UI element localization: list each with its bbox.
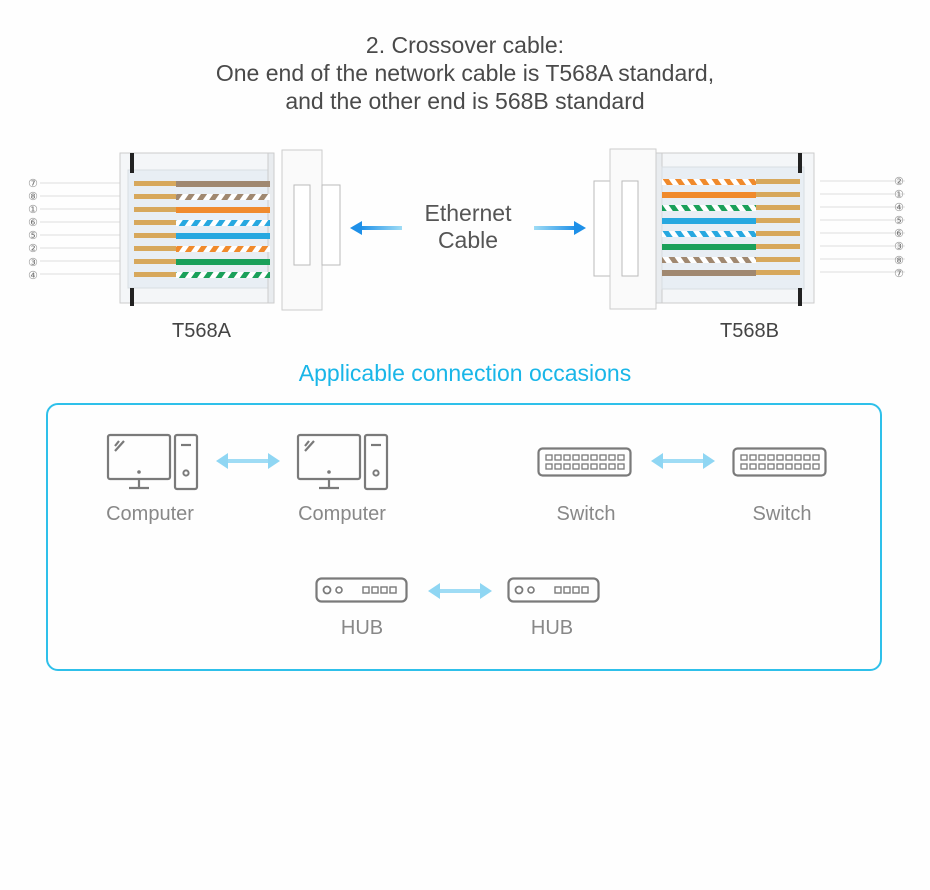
pin-label: ④ [894,201,904,215]
arrow-right-icon [534,221,586,235]
computer-label-left: Computer [106,503,194,525]
title-line-2: One end of the network cable is T568A st… [215,60,715,86]
pin-label: ① [894,188,904,202]
computer-icon [106,433,199,491]
hub-icon [507,577,600,603]
pin-label: ⑤ [894,214,904,228]
switch-icon [537,447,632,477]
title-line-3: and the other end is 568B standard [285,88,645,114]
pin-label: ② [894,175,904,188]
pin-label: ⑦ [894,266,904,280]
double-arrow-icon [428,583,492,599]
pin-label: ⑧ [894,253,904,267]
pin-label: ② [28,242,38,256]
pin-label: ③ [28,255,38,269]
occasions-heading: Applicable connection occasions [298,360,632,386]
t568a-label: T568A [172,320,231,342]
pin-label: ③ [894,240,904,254]
t568b-label: T568B [720,320,779,342]
pin-label: ⑥ [28,216,38,230]
double-arrow-icon [651,453,715,469]
pin-label: ⑤ [28,229,38,243]
right-pin-labels: ② ① ④ ⑤ ⑥ ③ ⑧ ⑦ [894,175,904,280]
pin-label: ④ [28,268,38,282]
rj45-plug-icon [593,148,905,310]
left-pin-labels: ⑦ ⑧ ① ⑥ ⑤ ② ③ ④ [28,177,38,282]
arrow-left-icon [350,221,402,235]
hub-label-right: HUB [530,617,574,639]
switch-label-right: Switch [752,503,812,525]
occasions-panel [46,403,882,671]
rj45-plug-icon [40,149,341,311]
computer-label-right: Computer [298,503,386,525]
pin-label: ⑦ [28,177,38,190]
pin-label: ⑧ [28,190,38,204]
switch-label-left: Switch [556,503,616,525]
ethernet-line: Ethernet [424,200,512,226]
cable-line: Cable [437,227,499,253]
pin-label: ① [28,203,38,217]
switch-icon [732,447,827,477]
computer-icon [296,433,389,491]
hub-label-left: HUB [340,617,384,639]
double-arrow-icon [216,453,280,469]
title-line-1: 2. Crossover cable: [365,32,565,58]
ethernet-cable-label: Ethernet Cable [400,200,536,254]
pin-label: ⑥ [894,227,904,241]
hub-icon [315,577,408,603]
